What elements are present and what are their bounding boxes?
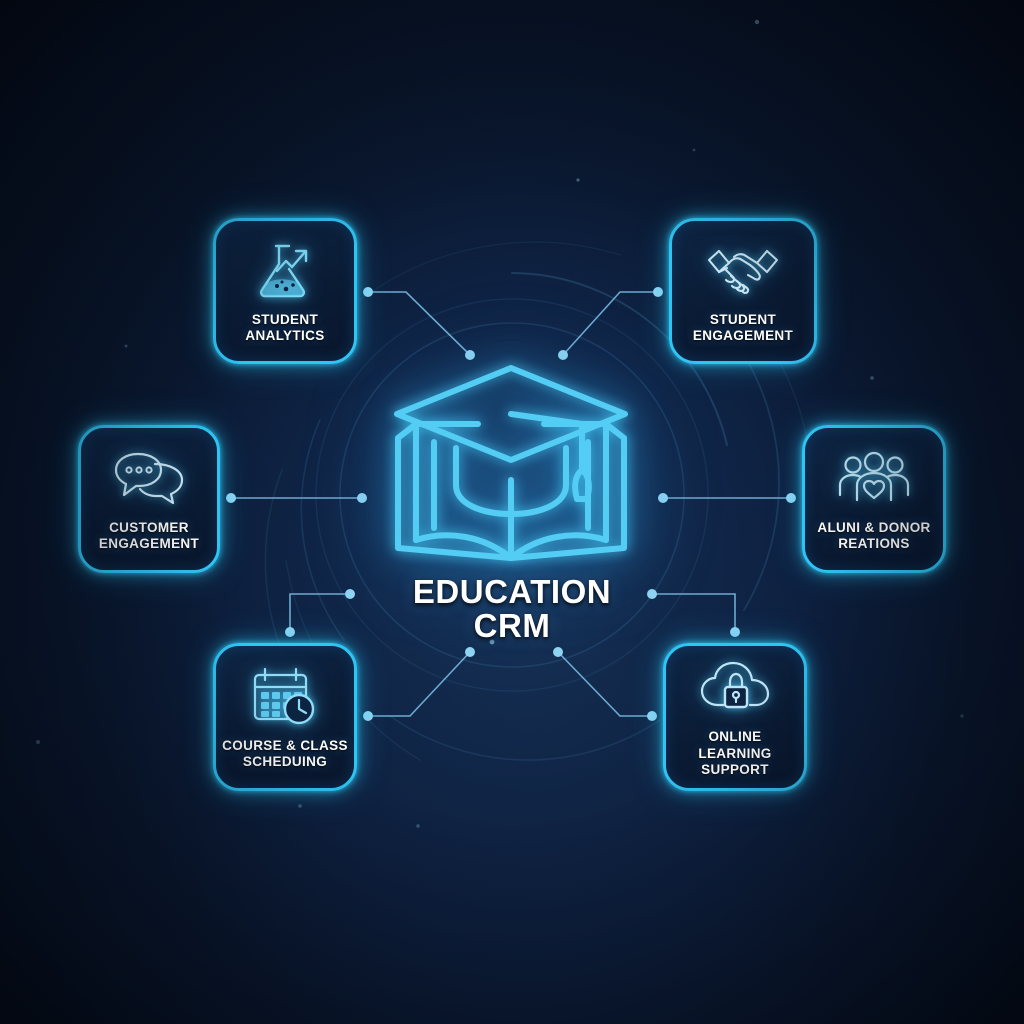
node-label: STUDENT ANALYTICS bbox=[239, 312, 330, 345]
center-title: EDUCATION CRM bbox=[312, 573, 712, 645]
node-student-analytics[interactable]: STUDENT ANALYTICS bbox=[213, 218, 357, 364]
node-label: STUDENT ENGAGEMENT bbox=[687, 312, 799, 345]
node-student-engagement[interactable]: STUDENT ENGAGEMENT bbox=[669, 218, 817, 364]
node-label: ONLINE LEARNING SUPPORT bbox=[666, 729, 804, 778]
calendar-clock-icon bbox=[247, 664, 323, 728]
chat-bubbles-icon bbox=[111, 446, 187, 510]
center-title-line1: EDUCATION bbox=[412, 573, 612, 610]
node-alumni-donor-relations[interactable]: ALUNI & DONOR REATIONS bbox=[802, 425, 946, 573]
center-title-line2: CRM bbox=[473, 607, 551, 645]
node-label-line2: SUPPORT bbox=[701, 762, 769, 778]
node-label: COURSE & CLASS SCHEDUING bbox=[216, 738, 354, 771]
node-label-line2: ENGAGEMENT bbox=[692, 328, 794, 343]
node-label-line1: STUDENT bbox=[709, 311, 777, 327]
node-label: CUSTOMER ENGAGEMENT bbox=[93, 520, 205, 553]
center-graduation-cap-book-icon bbox=[386, 352, 636, 567]
flask-chart-icon bbox=[247, 238, 323, 302]
node-label-line1: ONLINE LEARNING bbox=[698, 729, 772, 761]
node-course-class-scheduling[interactable]: COURSE & CLASS SCHEDUING bbox=[213, 643, 357, 791]
people-heart-icon bbox=[836, 446, 912, 510]
node-customer-engagement[interactable]: CUSTOMER ENGAGEMENT bbox=[78, 425, 220, 573]
node-label-line1: ALUNI & DONOR bbox=[817, 519, 931, 535]
node-label: ALUNI & DONOR REATIONS bbox=[811, 520, 936, 553]
handshake-icon bbox=[705, 238, 781, 302]
node-label-line1: COURSE & CLASS bbox=[222, 737, 348, 753]
node-label-line1: STUDENT bbox=[251, 311, 319, 327]
node-label-line2: SCHEDUING bbox=[242, 754, 328, 769]
node-label-line2: ANALYTICS bbox=[245, 328, 325, 343]
cloud-lock-icon bbox=[697, 655, 773, 719]
node-label-line2: ENGAGEMENT bbox=[98, 536, 200, 551]
node-label-line1: CUSTOMER bbox=[109, 519, 189, 535]
node-online-learning-support[interactable]: ONLINE LEARNING SUPPORT bbox=[663, 643, 807, 791]
node-label-line2: REATIONS bbox=[838, 536, 910, 551]
